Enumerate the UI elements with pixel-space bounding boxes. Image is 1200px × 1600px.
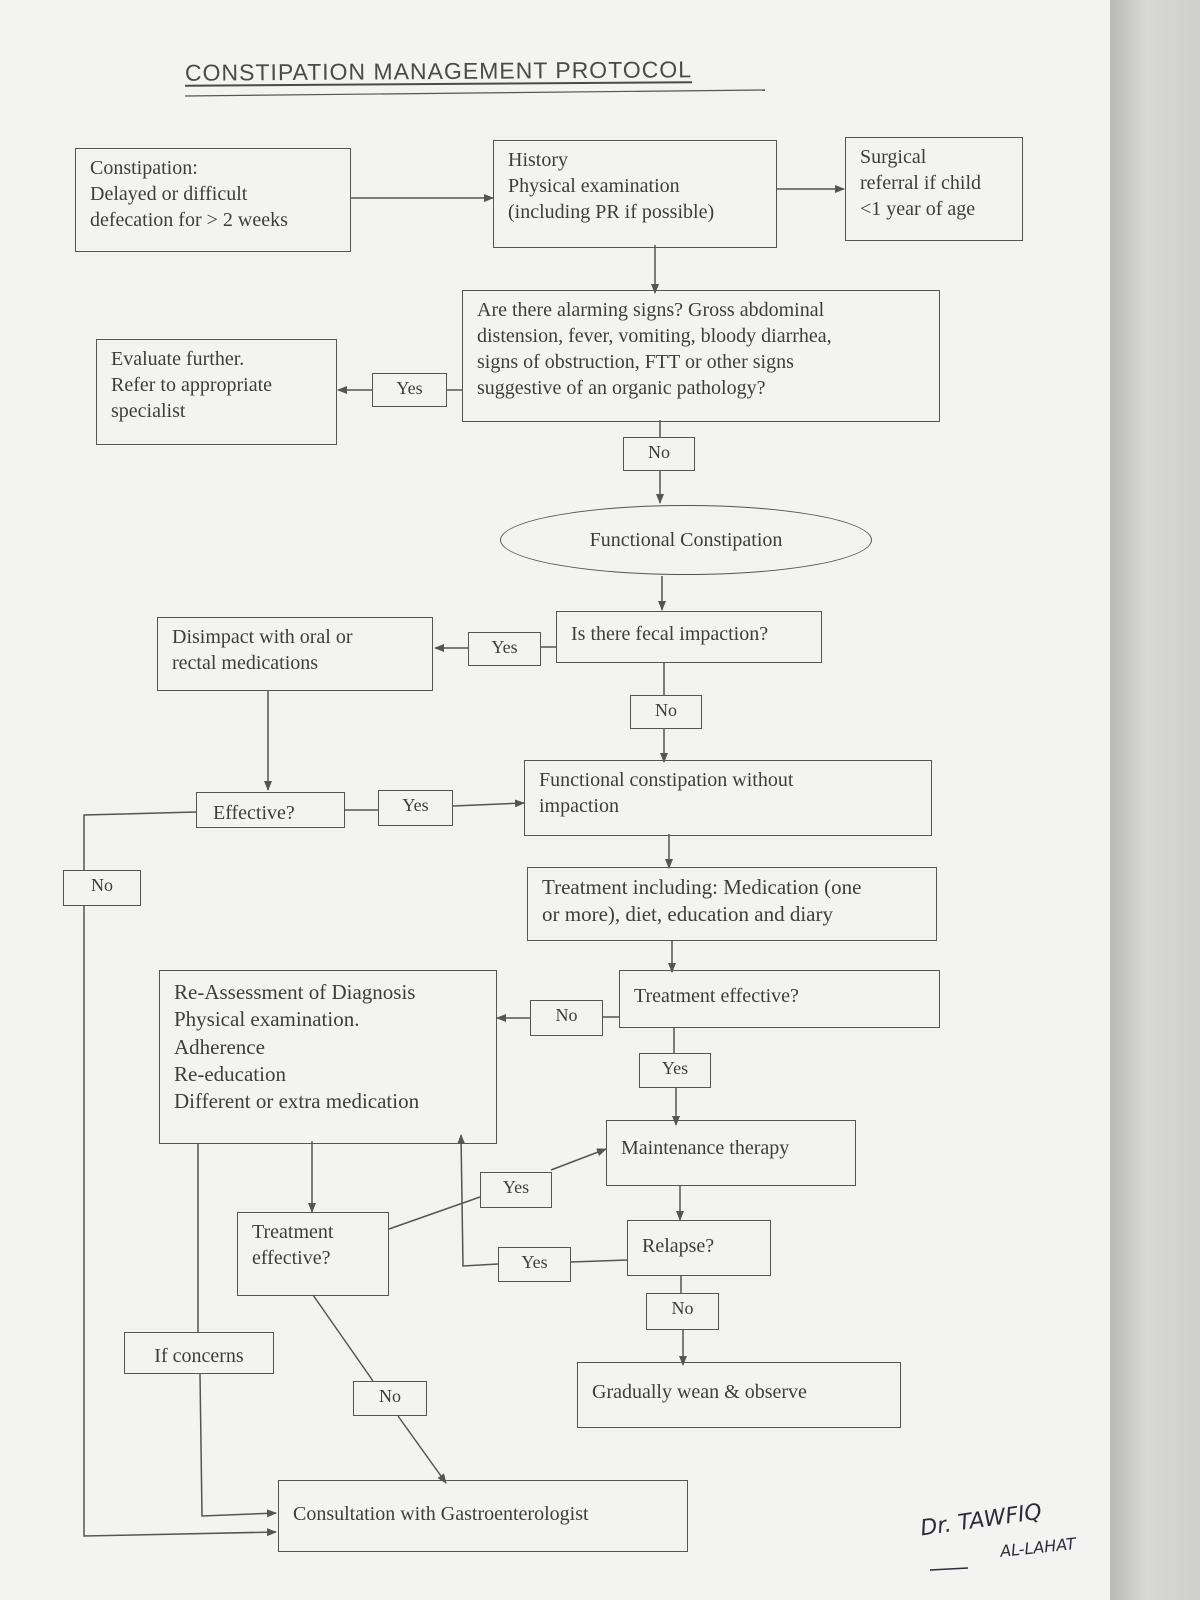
node-line: Consultation with Gastroenterologist	[293, 1503, 589, 1525]
node-line: referral if child	[860, 172, 982, 194]
node-line: Maintenance therapy	[621, 1137, 790, 1159]
node-line: or more), diet, education and diary	[542, 902, 833, 927]
label-no-effective: No	[63, 870, 141, 906]
node-disimpact: Disimpact with oral or rectal medication…	[157, 617, 433, 691]
node-line: Re-Assessment of Diagnosis	[174, 980, 416, 1004]
node-treatment-effective-2: Treatment effective?	[237, 1212, 389, 1296]
node-treatment-effective-1: Treatment effective?	[619, 970, 940, 1028]
signature-surname: AL-LAHAT	[999, 1534, 1077, 1561]
node-line: Delayed or difficult	[90, 183, 248, 205]
node-line: Evaluate further.	[111, 348, 245, 370]
label-no-relapse: No	[646, 1293, 719, 1330]
node-alarming-signs: Are there alarming signs? Gross abdomina…	[462, 290, 940, 422]
label-no-impaction: No	[630, 695, 702, 729]
node-line: (including PR if possible)	[508, 201, 715, 223]
node-relapse: Relapse?	[627, 1220, 771, 1276]
node-line: Treatment	[252, 1221, 334, 1243]
edge-yes-maintenance2	[550, 1148, 607, 1171]
node-line: distension, fever, vomiting, bloody diar…	[477, 325, 832, 347]
page-title: CONSTIPATION MANAGEMENT PROTOCOL	[184, 56, 693, 86]
signature-stroke	[929, 1567, 969, 1571]
node-consultation: Consultation with Gastroenterologist	[278, 1480, 688, 1552]
node-line: <1 year of age	[860, 198, 976, 220]
node-line: defecation for > 2 weeks	[90, 209, 288, 231]
node-maintenance-therapy: Maintenance therapy	[606, 1120, 856, 1186]
edge-no-consultation-left	[83, 906, 277, 1537]
node-effective-question: Effective?	[196, 792, 345, 828]
label-yes-relapse: Yes	[498, 1247, 571, 1282]
edge-effective-no	[83, 811, 197, 870]
label-yes-treatment-2: Yes	[480, 1172, 552, 1208]
label-no-treatment-1: No	[530, 1000, 603, 1036]
node-if-concerns: If concerns	[124, 1332, 274, 1374]
edge-yes-reassess	[457, 1134, 499, 1267]
label-yes-impaction: Yes	[468, 632, 541, 666]
label-yes-effective: Yes	[378, 790, 453, 826]
node-line: Treatment effective?	[634, 985, 799, 1007]
node-line: effective?	[252, 1247, 331, 1269]
node-line: Different or extra medication	[174, 1089, 420, 1114]
node-functional-without-impaction: Functional constipation without impactio…	[524, 760, 932, 836]
edge-effective2-no	[312, 1294, 374, 1382]
node-history: History Physical examination (including …	[493, 140, 777, 248]
node-line: rectal medications	[172, 652, 319, 674]
node-line: Disimpact with oral or	[172, 626, 353, 648]
node-evaluate-further: Evaluate further. Refer to appropriate s…	[96, 339, 337, 445]
node-line: Adherence	[174, 1034, 265, 1059]
node-line: Re-education	[174, 1061, 286, 1086]
node-line: signs of obstruction, FTT or other signs	[477, 351, 794, 373]
node-line: Gradually wean & observe	[592, 1381, 807, 1403]
node-fecal-impaction: Is there fecal impaction?	[556, 611, 822, 663]
title-underline	[184, 89, 766, 97]
node-line: Functional constipation without	[539, 769, 794, 791]
node-line: Treatment including: Medication (one	[542, 875, 862, 899]
node-line: Physical examination	[508, 175, 680, 197]
node-line: suggestive of an organic pathology?	[477, 377, 766, 399]
label-yes-alarming: Yes	[372, 373, 447, 407]
label-yes-treatment-1: Yes	[639, 1053, 711, 1088]
edge-concerns-consultation	[199, 1373, 277, 1518]
node-line: impaction	[539, 795, 619, 817]
node-surgical-referral: Surgical referral if child <1 year of ag…	[845, 137, 1023, 241]
node-reassessment: Re-Assessment of Diagnosis Physical exam…	[159, 970, 497, 1144]
label-no-treatment-2: No	[353, 1381, 427, 1416]
node-line: Refer to appropriate	[111, 374, 273, 396]
edge-no-consultation	[397, 1415, 447, 1484]
node-line: Is there fecal impaction?	[571, 623, 769, 645]
node-line: Physical examination.	[174, 1007, 360, 1032]
edge-effective2-yes	[388, 1196, 481, 1230]
node-line: Relapse?	[642, 1235, 715, 1257]
node-line: Are there alarming signs? Gross abdomina…	[477, 299, 825, 321]
node-line: History	[508, 149, 568, 171]
node-functional-constipation: Functional Constipation	[500, 505, 872, 575]
node-constipation-definition: Constipation: Delayed or difficult defec…	[75, 148, 351, 252]
node-gradually-wean: Gradually wean & observe	[577, 1362, 901, 1428]
node-line: Constipation:	[90, 157, 198, 179]
edge-yes-without	[452, 799, 525, 808]
node-line: Surgical	[860, 146, 927, 168]
node-line: specialist	[111, 400, 186, 422]
node-treatment-including: Treatment including: Medication (one or …	[527, 867, 937, 941]
desk-background	[1110, 0, 1200, 1600]
label-no-alarming: No	[623, 437, 695, 471]
signature: Dr. TAWFIQ AL-LAHAT	[919, 1500, 1100, 1578]
edge-relapse-yes	[570, 1259, 628, 1263]
